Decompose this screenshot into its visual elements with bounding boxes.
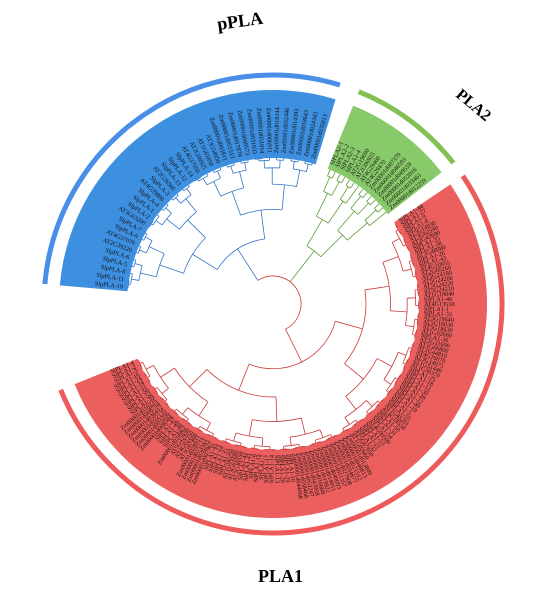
leaf-label: Zm00001d006911 [265,107,273,153]
clade-title-PLA2: PLA2 [452,86,494,125]
clade-arc-pPLA [42,72,341,285]
leaf-labels: SlpPLA-10SlpPLA-11SlpPLA-8SlpPLA-5SlpPLA… [95,107,455,499]
leaf-label: AT1G10040 [424,291,455,300]
leaf-label: Zm00001d051814 [255,108,265,154]
clade-sector-pPLA [59,89,336,292]
leaf-label: SlPLA1-33 [423,310,452,319]
clade-title-PLA1: PLA1 [258,566,303,586]
leaf-label: AT5G24210 [423,285,454,295]
tree-branches [127,158,420,451]
leaf-label: AT5G24200 [422,275,453,286]
leaf-label: AT5G16030 [422,319,453,330]
leaf-label: SlPLA1-29 [282,454,291,483]
clade-sectors [59,89,488,519]
leaf-label: AT5G18640 [423,314,454,324]
leaf-label: SlPLA1-42 [237,452,249,481]
clade-title-pPLA: pPLA [216,8,264,34]
leaf-label: SlPLA1-14 [268,455,275,483]
clade-arc-PLA1 [58,174,505,536]
leaf-label: SlPLA1-46 [424,296,452,304]
leaf-label: SlPLA1-6 [248,453,258,479]
leaf-label: AT5G24220 [423,280,454,290]
leaf-label: SlPLA1-17 [263,455,271,483]
leaf-label: Zm00001d018144 [273,107,281,153]
leaf-label: AT4G13550 [424,301,455,308]
leaf-label: SlPLA1-15 [253,454,263,483]
leaf-label: SlPLA1-10 [286,454,296,483]
leaf-label: AT5G18630 [422,323,453,334]
clade-sector-PLA2 [327,105,442,215]
clade-arcs [42,72,505,536]
leaf-label: SlPLA1-1 [424,305,449,313]
leaf-label: Zm00001d032446 [281,108,291,154]
leaf-label: SlPLA1-41 [242,453,253,482]
leaf-label: SlPLA1-20 [277,455,285,484]
leaf-label: SlPLA1-7 [258,454,267,480]
leaf-label: SlpPLA-10 [95,280,124,290]
clade-sector-PLA1 [74,184,488,519]
leaf-label: SlpPLA-11 [96,272,125,283]
leaf-label: SlPLA1-13 [273,455,281,483]
clade-arc-PLA2 [357,89,456,165]
